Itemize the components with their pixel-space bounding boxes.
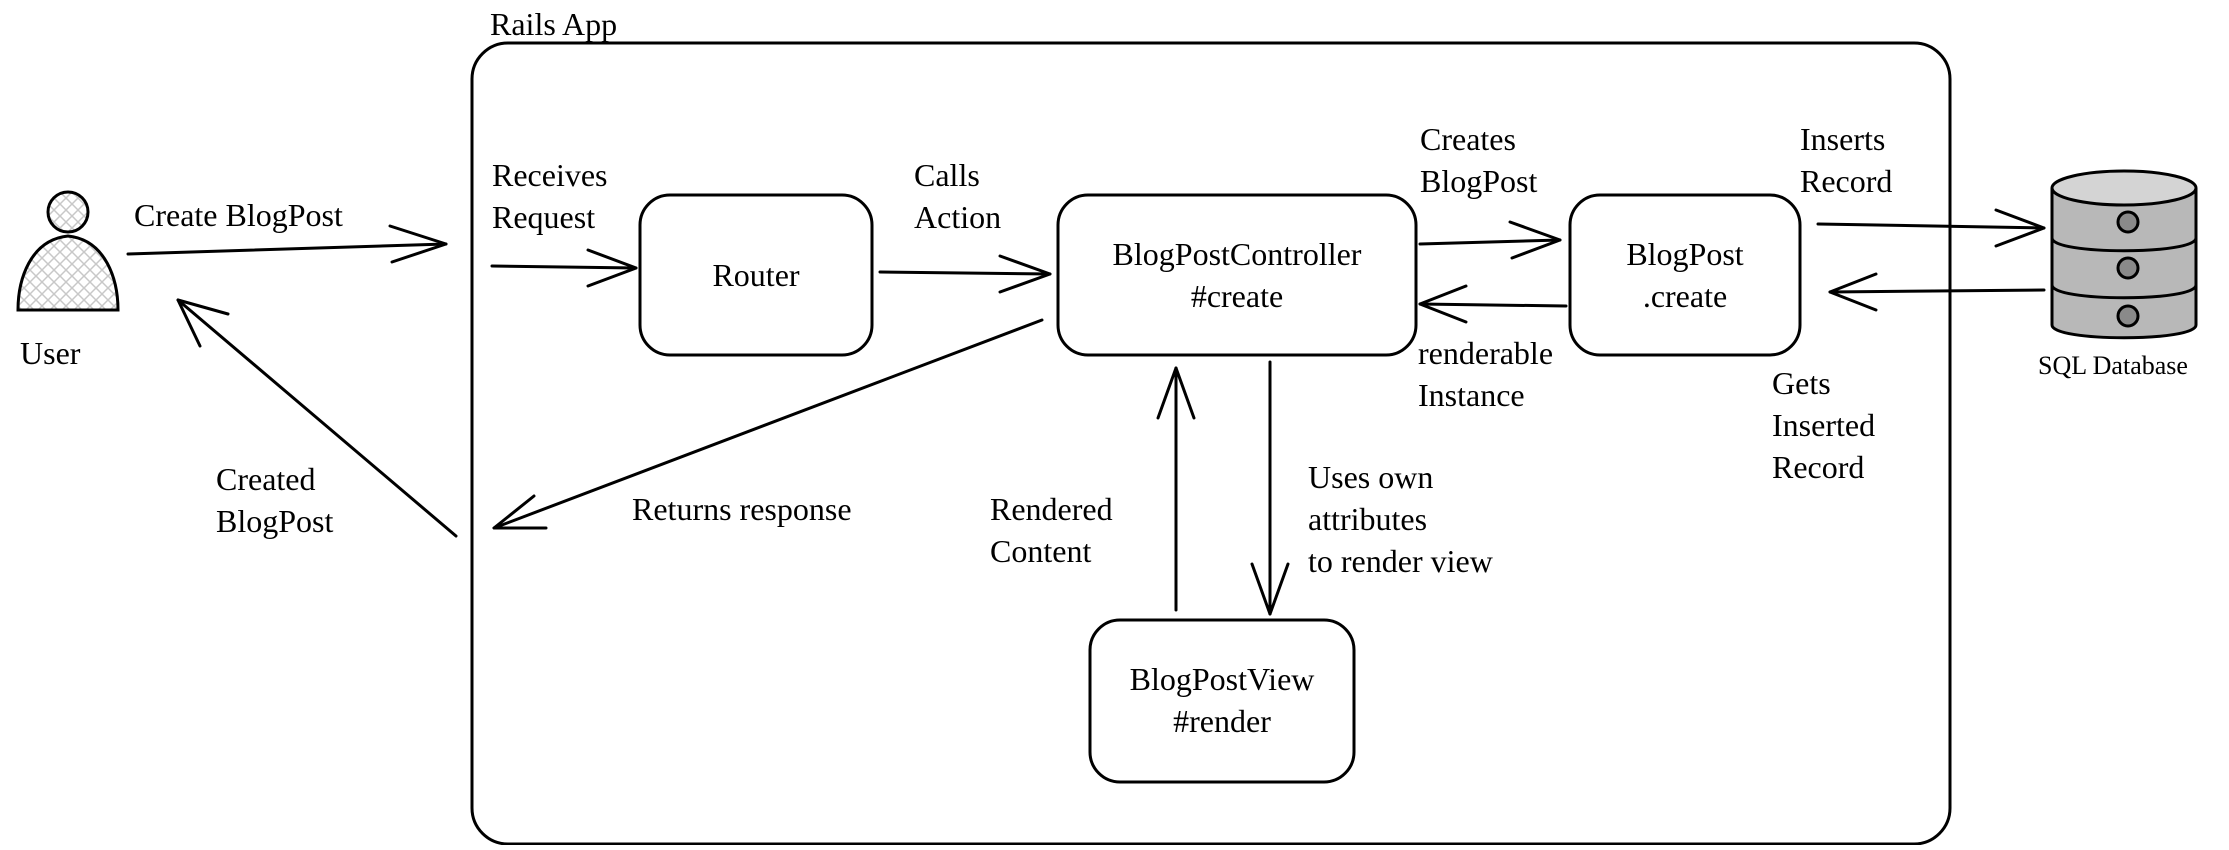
view-label: BlogPostView #render — [1129, 661, 1315, 739]
arrow-gets-inserted-record — [1828, 272, 2046, 312]
router-box — [638, 193, 874, 357]
edge-label-gets-inserted-record: Gets Inserted Record — [1772, 365, 1876, 485]
router-label: Router — [712, 257, 800, 293]
view-box — [1088, 618, 1356, 784]
arrow-rendered-content — [1156, 366, 1196, 612]
arrow-inserts-record — [1816, 208, 2046, 248]
edge-label-calls-action: Calls Action — [914, 157, 1002, 235]
database-label: SQL Database — [2038, 351, 2188, 380]
edge-label-creates-blogpost: Creates BlogPost — [1420, 121, 1538, 199]
edge-label-create-blogpost: Create BlogPost — [134, 197, 343, 233]
database-icon — [2050, 169, 2198, 340]
user-label: User — [20, 335, 81, 371]
edge-label-created-blogpost: Created BlogPost — [216, 461, 334, 539]
arrow-calls-action — [878, 254, 1052, 294]
edge-label-inserts-record: Inserts Record — [1800, 121, 1893, 199]
edge-label-uses-own-attributes: Uses own attributes to render view — [1308, 459, 1493, 579]
arrow-create-blogpost — [126, 224, 448, 264]
edge-label-renderable-instance: renderable Instance — [1418, 335, 1554, 413]
arrow-renderable-instance — [1418, 284, 1568, 324]
arrow-uses-own-attributes — [1250, 360, 1290, 616]
rails-app-label: Rails App — [490, 6, 618, 42]
arrow-receives-request — [490, 248, 638, 288]
arrow-creates-blogpost — [1418, 220, 1562, 260]
edge-label-receives-request: Receives Request — [492, 157, 608, 235]
arrow-returns-response — [492, 318, 1044, 530]
edge-label-returns-response: Returns response — [632, 491, 852, 527]
model-box — [1568, 193, 1802, 357]
edge-label-rendered-content: Rendered Content — [990, 491, 1113, 569]
arrow-created-blogpost — [176, 298, 458, 538]
controller-label: BlogPostController #create — [1112, 236, 1362, 314]
model-label: BlogPost .create — [1626, 236, 1744, 314]
controller-box — [1056, 193, 1418, 357]
user-person-icon — [16, 190, 120, 312]
